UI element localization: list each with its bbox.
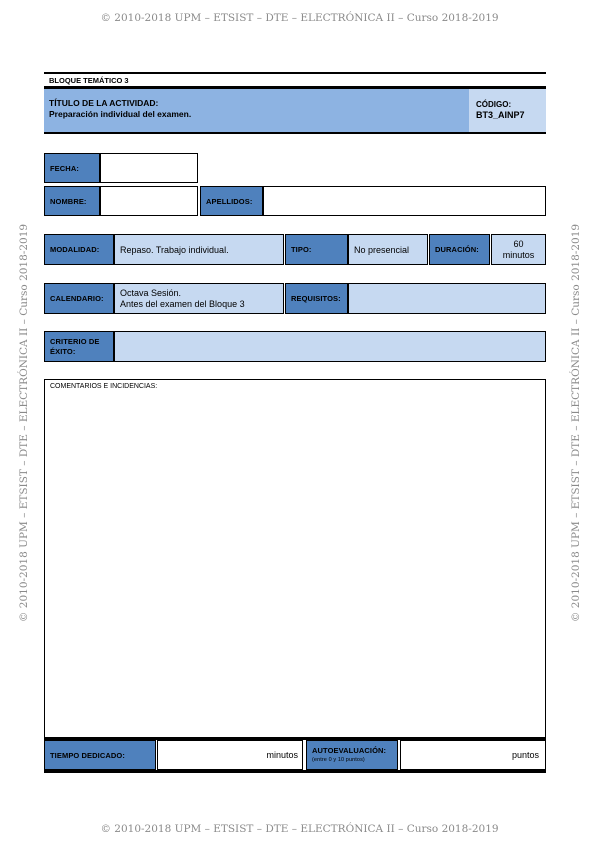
tipo-label: TIPO: [285,234,348,265]
autoevaluacion-unit: puntos [511,750,539,760]
criterio-label-line-1: CRITERIO DE [50,336,100,346]
duracion-label: DURACIÓN: [429,234,490,265]
calendario-line-2: Antes del examen del Bloque 3 [120,298,245,309]
comentarios-area[interactable]: COMENTARIOS E INCIDENCIAS: [44,379,546,739]
duracion-number: 60 [513,238,524,249]
nombre-field[interactable] [100,186,198,216]
calendario-value: Octava Sesión. Antes del examen del Bloq… [114,283,284,314]
duracion-value: 60 minutos [491,234,546,265]
requisitos-value [348,283,546,314]
autoevaluacion-range: (entre 0 y 10 puntos) [312,756,365,763]
tiempo-field[interactable]: minutos [157,740,303,770]
fecha-field[interactable] [100,153,198,183]
footer-top-rule [44,737,546,740]
titulo-actividad: TÍTULO DE LA ACTIVIDAD: Preparación indi… [44,89,469,132]
requisitos-label: REQUISITOS: [285,283,348,314]
autoevaluacion-field[interactable]: puntos [400,740,546,770]
criterio-label: CRITERIO DE ÉXITO: [44,331,114,362]
copyright-right: © 2010-2018 UPM – ETSIST – DTE – ELECTRÓ… [570,223,582,623]
criterio-value [114,331,546,362]
criterio-label-line-2: ÉXITO: [50,346,76,356]
tiempo-unit: minutos [266,750,298,760]
bloque-tematico: BLOQUE TEMÁTICO 3 [49,76,129,85]
autoevaluacion-label: AUTOEVALUACIÓN: (entre 0 y 10 puntos) [306,740,398,770]
top-rule [44,72,546,74]
footer-bottom-rule [44,770,546,773]
comentarios-label: COMENTARIOS E INCIDENCIAS: [50,383,158,390]
copyright-top: © 2010-2018 UPM – ETSIST – DTE – ELECTRÓ… [100,12,499,24]
fecha-label: FECHA: [44,153,100,183]
header-bottom-rule [44,132,546,134]
calendario-line-1: Octava Sesión. [120,287,182,298]
copyright-left: © 2010-2018 UPM – ETSIST – DTE – ELECTRÓ… [18,223,30,623]
titulo-value: Preparación individual del examen. [49,109,192,119]
header-rule [44,86,546,89]
codigo-label: CÓDIGO: [476,100,512,109]
modalidad-value: Repaso. Trabajo individual. [114,234,284,265]
duracion-unit: minutos [502,249,535,260]
apellidos-field[interactable] [263,186,546,216]
nombre-label: NOMBRE: [44,186,100,216]
copyright-bottom: © 2010-2018 UPM – ETSIST – DTE – ELECTRÓ… [100,823,499,835]
titulo-label: TÍTULO DE LA ACTIVIDAD: [49,98,159,108]
modalidad-label: MODALIDAD: [44,234,114,265]
calendario-label: CALENDARIO: [44,283,114,314]
tiempo-label: TIEMPO DEDICADO: [44,740,156,770]
codigo-value: BT3_AINP7 [476,110,525,120]
apellidos-label: APELLIDOS: [200,186,263,216]
tipo-value: No presencial [348,234,428,265]
autoevaluacion-title: AUTOEVALUACIÓN: [312,745,387,755]
codigo-box: CÓDIGO: BT3_AINP7 [469,89,546,132]
